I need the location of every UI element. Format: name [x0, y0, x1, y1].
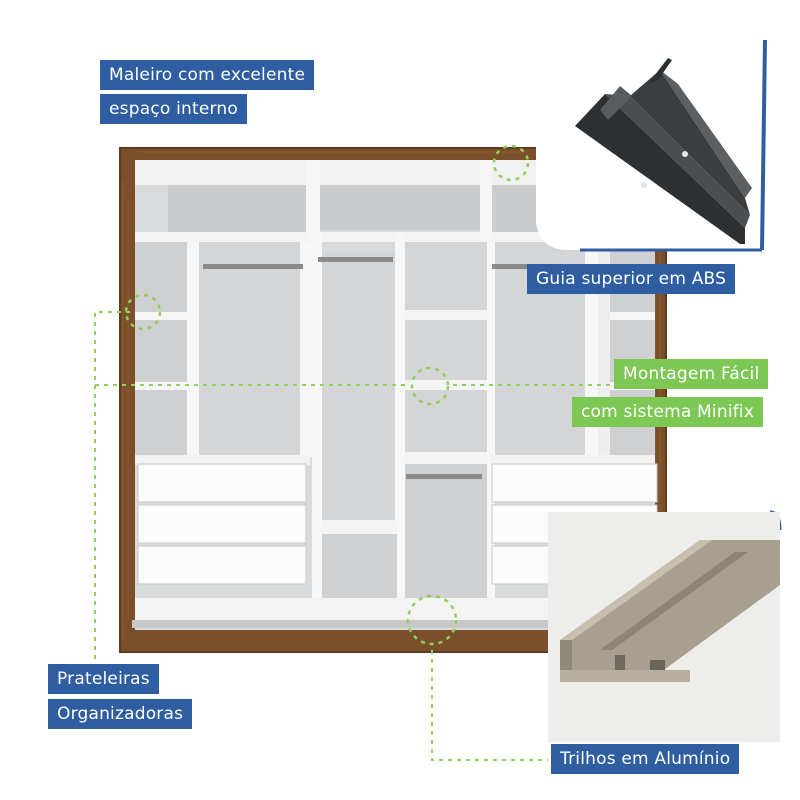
left-drawers [137, 463, 307, 585]
hanging-rod-center [318, 257, 393, 262]
label-prateleiras-line1: Prateleiras [48, 664, 159, 694]
label-maleiro-line1: Maleiro com excelente [100, 60, 315, 90]
label-montagem-line1: Montagem Fácil [614, 359, 769, 389]
label-prateleiras-line2: Organizadoras [48, 699, 193, 729]
label-guia-superior: Guia superior em ABS [527, 264, 736, 294]
label-maleiro-line2: espaço interno [100, 94, 247, 124]
dotted-highlight-circle [124, 144, 530, 646]
label-montagem-line2: com sistema Minifix [572, 397, 764, 427]
aluminium-rail-photo [548, 510, 782, 742]
bottom-rail [132, 620, 658, 628]
hanging-rod-left [203, 264, 303, 269]
top-guide-rail-photo [536, 22, 789, 252]
hanging-rod-small [406, 474, 482, 479]
label-trilhos: Trilhos em Alumínio [551, 744, 740, 774]
